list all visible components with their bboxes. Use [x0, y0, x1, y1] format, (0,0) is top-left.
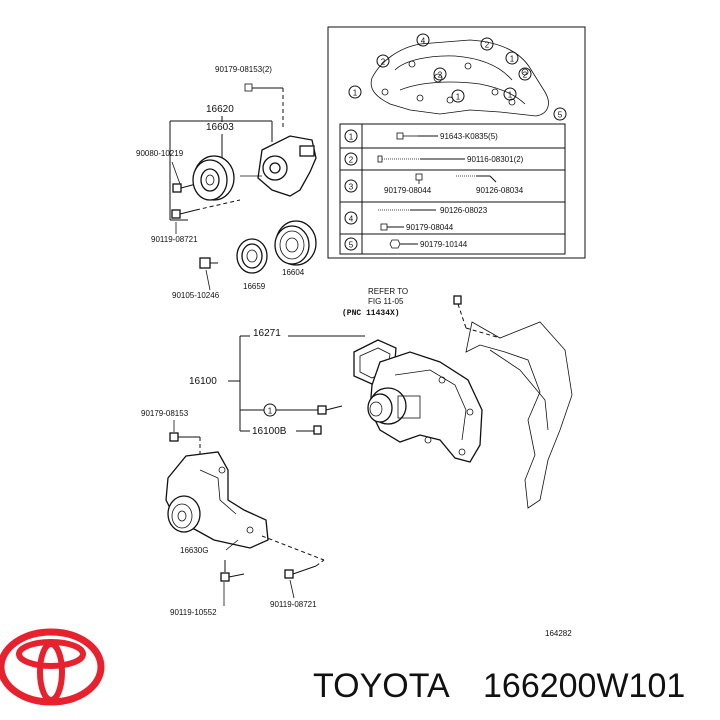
- legend-num-1: 1: [349, 133, 354, 142]
- bolt-icon: [244, 83, 253, 92]
- bolt-icon: [220, 572, 230, 582]
- label-pnc: (PNC 11434X): [342, 309, 400, 318]
- label-16604: 16604: [282, 268, 305, 277]
- label-16620: 16620: [206, 104, 234, 115]
- bolt-icon: [171, 209, 181, 219]
- pulley-16604-drawing: [274, 220, 317, 266]
- callout-2-d: 2: [523, 71, 528, 80]
- callout-1-d: 1: [508, 91, 513, 100]
- bolt-icon: [313, 425, 322, 435]
- callout-4-a: 4: [421, 37, 426, 46]
- label-16100: 16100: [189, 376, 217, 387]
- part-number: 166200W101: [483, 667, 685, 705]
- label-90179-08153-2: 90179-08153(2): [215, 65, 272, 74]
- legend-part-4b: 90179-08044: [406, 223, 454, 232]
- idler-assembly: 90179-08153(2) 16620 16603 90080-10219: [136, 65, 317, 300]
- label-90080-10219: 90080-10219: [136, 149, 184, 158]
- label-16271: 16271: [253, 328, 281, 339]
- idler-pulley-drawing: [192, 155, 235, 201]
- callout-1-pump: 1: [268, 407, 273, 416]
- label-fig: FIG 11-05: [368, 297, 404, 306]
- legend-table: 1 2 3 4 5 91643-K0835(5) 90116-08301(2) …: [339, 123, 566, 255]
- callout-2-a: 2: [485, 41, 490, 50]
- label-90105-10246: 90105-10246: [172, 291, 220, 300]
- bolt-icon: [169, 432, 179, 442]
- label-16603: 16603: [206, 122, 234, 133]
- callout-2-b: 2: [381, 58, 386, 67]
- label-90119-08721-a: 90119-08721: [151, 235, 198, 244]
- legend-num-4: 4: [349, 215, 354, 224]
- legend-part-3a: 90179-08044: [384, 186, 432, 195]
- diagram-ref-number: 164282: [545, 629, 572, 638]
- bracket-assembly: 90179-08153 16630G 90119-10552 90119-087…: [141, 409, 572, 638]
- legend-num-3: 3: [349, 183, 354, 192]
- bolt-icon: [453, 295, 462, 305]
- bolt-icon: [172, 183, 182, 193]
- bolt-icon: [317, 405, 327, 415]
- label-16659: 16659: [243, 282, 266, 291]
- bolt-icon: [415, 173, 423, 181]
- legend-part-5: 90179-10144: [420, 240, 468, 249]
- callout-5: 5: [558, 111, 563, 120]
- brand-name: TOYOTA: [313, 667, 450, 705]
- label-16100B: 16100B: [252, 426, 287, 437]
- legend-part-3b: 90126-08034: [476, 186, 524, 195]
- inset-panel: 4 2 2 2 1 2 1 1 1 5 1 2 3 4 5: [327, 26, 586, 259]
- legend-num-5: 5: [349, 241, 354, 250]
- callout-2-c: 2: [438, 71, 443, 80]
- cover-callouts: 4 2 2 2 1 2 1 1 1 5: [348, 33, 567, 121]
- dust-cover-drawing: [236, 238, 268, 274]
- legend-num-2: 2: [349, 156, 354, 165]
- label-16630G: 16630G: [180, 546, 208, 555]
- nut-icon: [389, 239, 401, 249]
- label-90119-10552: 90119-10552: [170, 608, 217, 617]
- long-bolt-icon: [377, 155, 383, 163]
- callout-1-a: 1: [510, 55, 515, 64]
- engine-block-drawing: [465, 321, 573, 509]
- bolt-icon: [380, 223, 388, 231]
- label-refer-to: REFER TO: [368, 287, 408, 296]
- legend-part-4a: 90126-08023: [440, 206, 488, 215]
- legend-part-1: 91643-K0835(5): [440, 132, 498, 141]
- bolt-icon: [284, 569, 294, 579]
- timing-cover-drawing: [370, 39, 549, 117]
- callout-1-c: 1: [456, 93, 461, 102]
- legend-part-2: 90116-08301(2): [467, 155, 524, 164]
- toyota-logo: [0, 628, 105, 706]
- callout-1-b: 1: [353, 89, 358, 98]
- bolt-icon: [396, 132, 404, 140]
- water-pump-assembly: REFER TO FIG 11-05 (PNC 11434X) 16271 16…: [189, 287, 573, 509]
- label-90179-08153: 90179-08153: [141, 409, 189, 418]
- label-90119-08721-b: 90119-08721: [270, 600, 317, 609]
- bolt-icon: [199, 257, 211, 269]
